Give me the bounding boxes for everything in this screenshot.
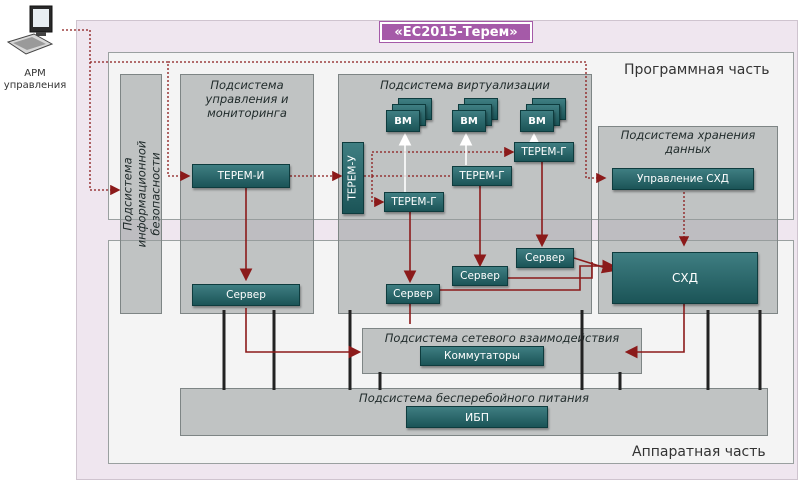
software-layer-label: Программная часть <box>624 62 770 78</box>
switches-box[interactable]: Коммутаторы <box>420 346 544 366</box>
vm-arrows <box>398 132 541 192</box>
terem-g-box-3[interactable]: ТЕРЕМ-Г <box>514 142 574 162</box>
workstation-icon <box>4 4 60 62</box>
workstation-label-line2: управления <box>3 80 67 91</box>
management-server-box[interactable]: Сервер <box>192 284 300 306</box>
vm-box[interactable]: ВМ <box>452 110 486 132</box>
security-subsystem <box>120 74 162 314</box>
virt-server-box-3[interactable]: Сервер <box>516 248 574 268</box>
network-subsystem-title: Подсистема сетевого взаимодействия <box>384 331 620 345</box>
virtualization-subsystem-title: Подсистема виртуализации <box>380 78 550 92</box>
management-title-line3: мониторинга <box>207 106 287 120</box>
management-title-line1: Подсистема <box>210 78 284 92</box>
storage-mgmt-box[interactable]: Управление СХД <box>612 168 754 190</box>
ups-box[interactable]: ИБП <box>406 406 548 428</box>
workstation-label-line1: АРМ <box>24 68 46 79</box>
workstation-label: АРМ управления <box>0 68 70 92</box>
management-title-line2: управления и <box>205 92 289 106</box>
virt-server-box-2[interactable]: Сервер <box>452 266 508 286</box>
terem-u-box[interactable]: ТЕРЕМ-У <box>342 142 364 214</box>
terem-g-box-1[interactable]: ТЕРЕМ-Г <box>384 192 444 212</box>
terem-g-box-2[interactable]: ТЕРЕМ-Г <box>452 166 512 186</box>
power-lines <box>222 310 762 390</box>
virt-server-box-1[interactable]: Сервер <box>386 284 440 304</box>
power-subsystem-title: Подсистема бесперебойного питания <box>359 391 589 405</box>
terem-u-label: ТЕРЕМ-У <box>347 155 360 201</box>
terem-i-box[interactable]: ТЕРЕМ-И <box>192 164 290 188</box>
data-arrows <box>239 162 685 359</box>
storage-title-line1: Подсистема хранения <box>620 128 756 142</box>
storage-title-line2: данных <box>665 142 711 156</box>
management-dotted-lines <box>62 29 690 247</box>
vm-box[interactable]: ВМ <box>386 110 420 132</box>
storage-subsystem-title: Подсистема хранения данных <box>598 128 778 156</box>
storage-box[interactable]: СХД <box>612 252 758 304</box>
system-title: «ЕС2015-Терем» <box>380 22 532 42</box>
hardware-layer-label: Аппаратная часть <box>632 444 766 460</box>
vm-box[interactable]: ВМ <box>520 110 554 132</box>
management-subsystem-title: Подсистема управления и мониторинга <box>180 78 314 120</box>
